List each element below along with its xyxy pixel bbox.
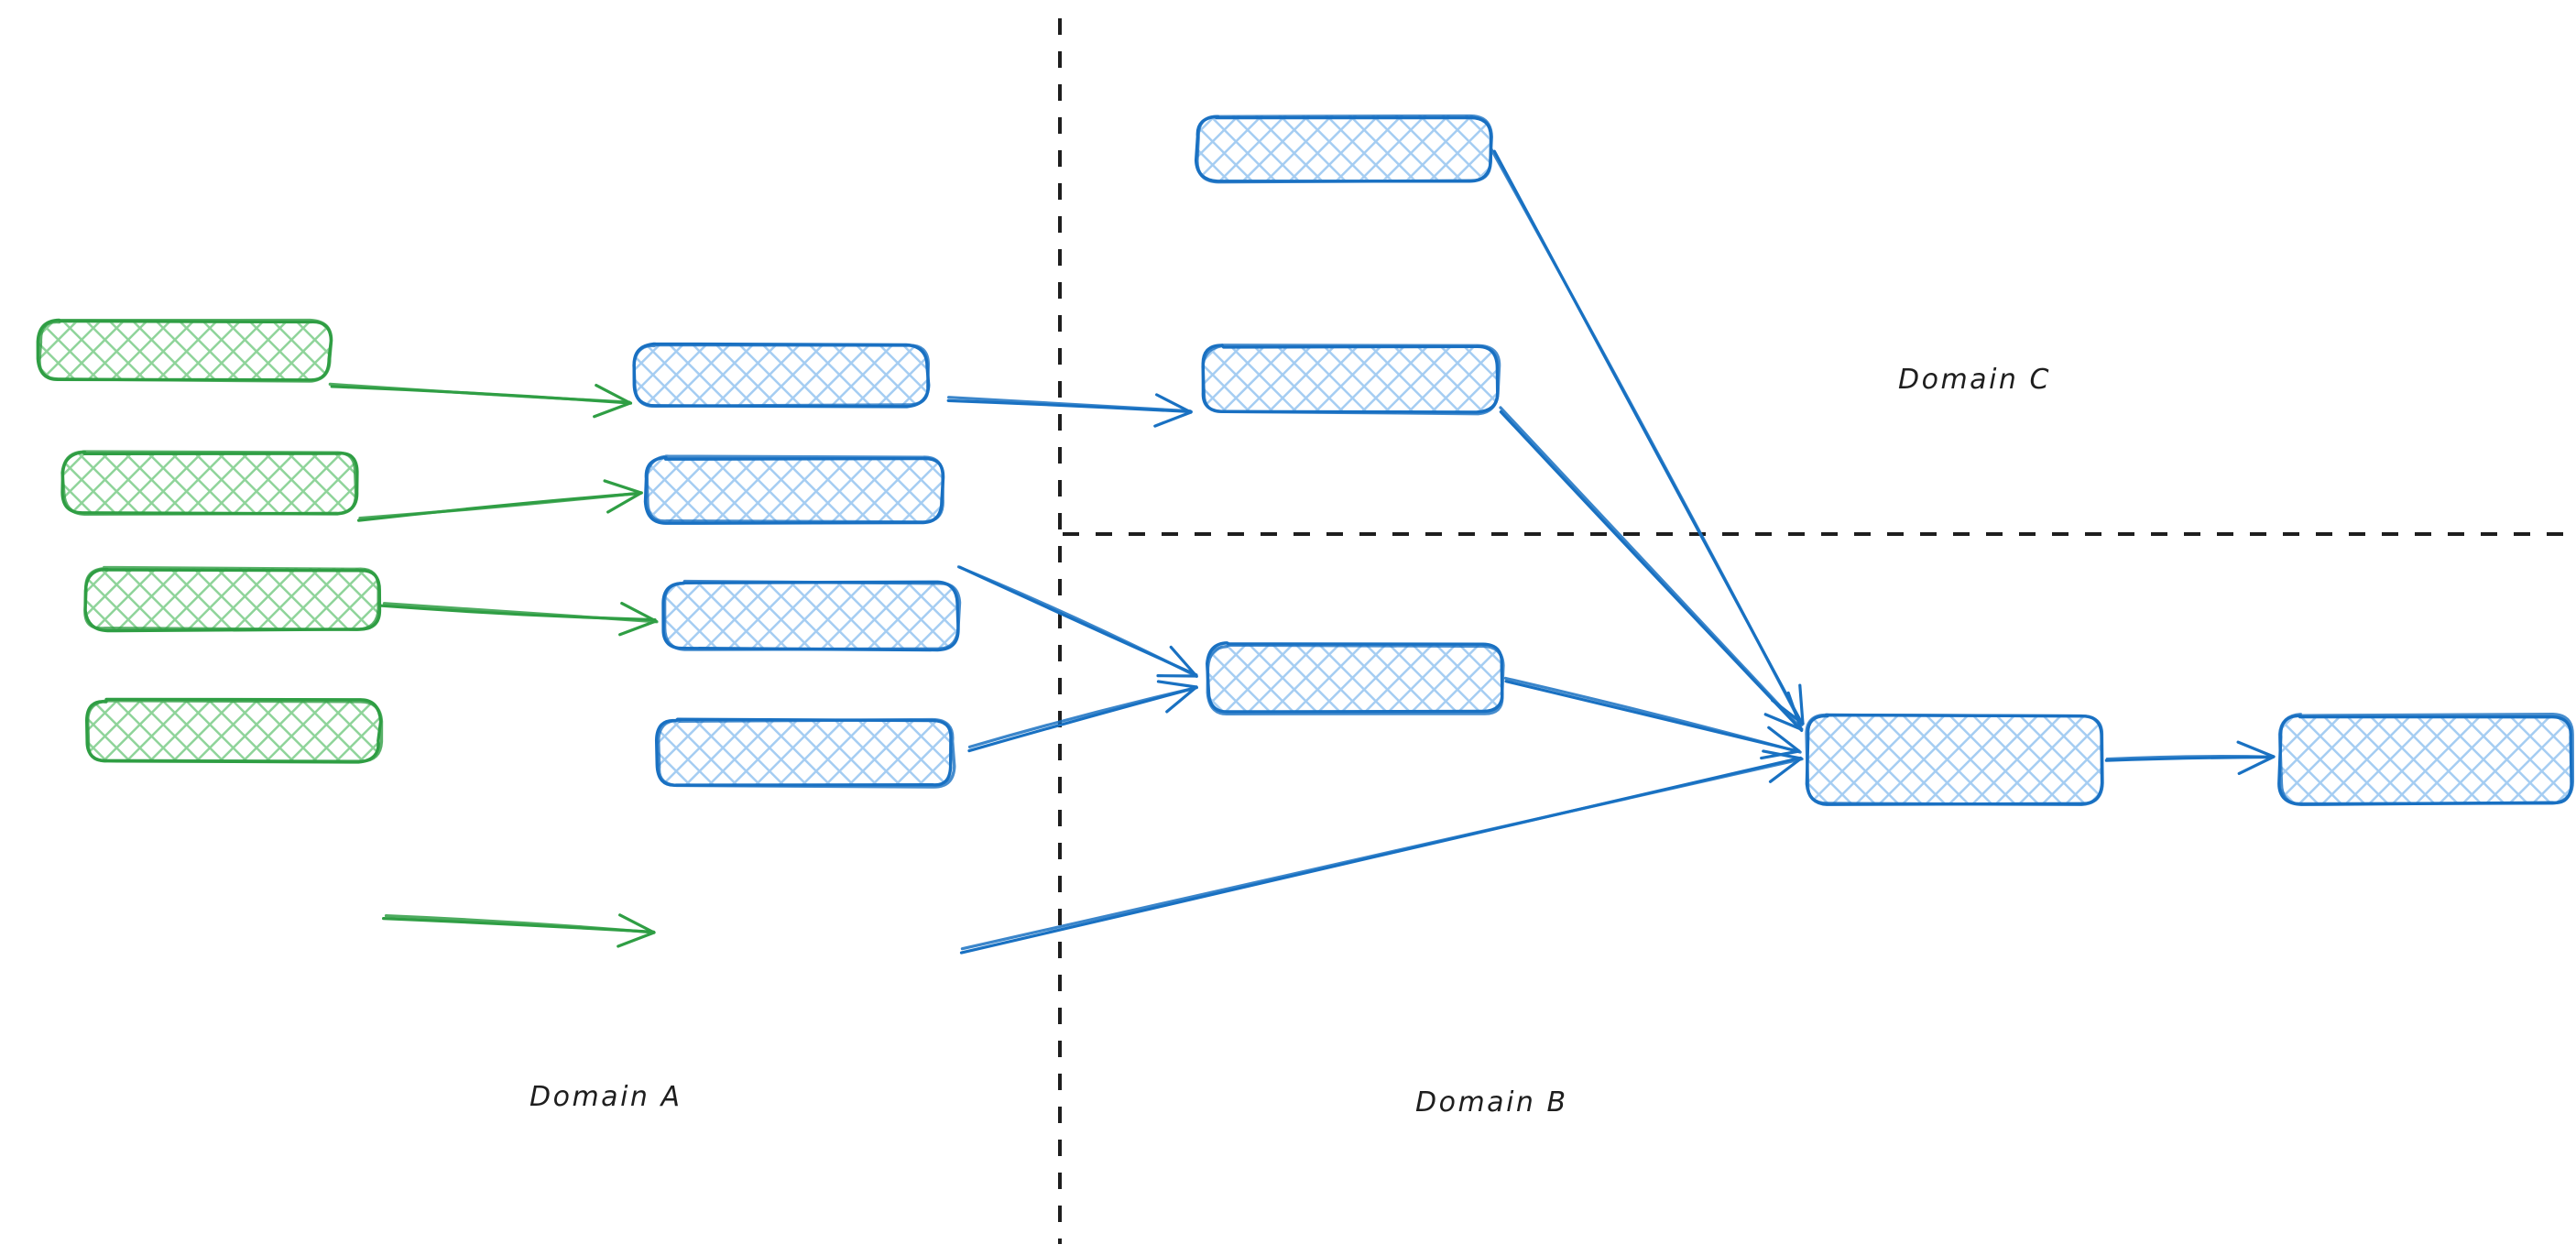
label-domain-c: Domain C xyxy=(1898,364,2051,396)
node-outline-a3 xyxy=(83,565,380,631)
node-fill-c1 xyxy=(1195,115,1490,180)
node-outline-a1 xyxy=(38,318,333,383)
label-domain-b: Domain B xyxy=(1415,1086,1568,1119)
node-box-c3[interactable] xyxy=(1206,641,1505,715)
node-fill-c3 xyxy=(1206,645,1503,714)
node-outline-c1 xyxy=(1195,114,1493,184)
node-outline-b3 xyxy=(662,579,962,651)
node-fill-c2 xyxy=(1203,345,1500,412)
edge-d1-to-e1 xyxy=(2104,740,2276,775)
edge-a1-to-b1 xyxy=(328,382,633,419)
node-outline-e1 xyxy=(2277,712,2575,806)
edge-a4-to-b4 xyxy=(382,913,656,948)
divider-layer xyxy=(1058,18,2565,1244)
node-outline-a2 xyxy=(60,450,358,517)
node-outline-a4 xyxy=(86,699,384,763)
edge-a2-to-b2 xyxy=(356,479,643,522)
edges-layer xyxy=(328,147,2276,955)
node-fill-b3 xyxy=(662,583,959,650)
nodes-layer xyxy=(36,114,2575,807)
node-box-b4[interactable] xyxy=(654,717,956,789)
node-fill-a2 xyxy=(62,452,355,514)
node-box-b3[interactable] xyxy=(661,579,962,652)
node-fill-b2 xyxy=(646,457,944,523)
node-box-a3[interactable] xyxy=(83,565,382,633)
node-outline-c3 xyxy=(1206,643,1505,715)
edge-b3-to-c3 xyxy=(967,680,1198,753)
node-box-a2[interactable] xyxy=(60,450,359,517)
node-outline-b4 xyxy=(656,717,956,789)
node-fill-b1 xyxy=(634,344,927,406)
edge-b4-to-d1 xyxy=(959,749,1804,955)
node-outline-b1 xyxy=(632,343,931,409)
node-fill-a4 xyxy=(85,701,380,762)
edge-c2-to-d1 xyxy=(1499,406,1804,733)
label-domain-a: Domain A xyxy=(529,1081,682,1113)
node-fill-e1 xyxy=(2278,715,2571,805)
node-fill-b4 xyxy=(657,718,954,786)
edge-a3-to-b3 xyxy=(379,601,659,637)
edge-c3-to-d1 xyxy=(1503,676,1802,760)
node-box-b2[interactable] xyxy=(643,454,945,525)
edge-b1-to-c2 xyxy=(946,393,1193,428)
node-box-c1[interactable] xyxy=(1194,114,1493,184)
edge-c1-to-d1 xyxy=(1490,147,1805,727)
domain-labels-layer: Domain A Domain B Domain C xyxy=(529,364,2051,1119)
node-box-e1[interactable] xyxy=(2277,712,2575,806)
node-fill-a1 xyxy=(38,322,331,381)
node-outline-d1 xyxy=(1805,713,2104,807)
node-outline-b2 xyxy=(645,454,944,524)
node-box-d1[interactable] xyxy=(1805,713,2104,807)
node-box-b1[interactable] xyxy=(632,342,931,409)
edge-b2-to-c3 xyxy=(956,565,1198,678)
node-fill-a3 xyxy=(85,567,380,629)
node-outline-c2 xyxy=(1201,344,1501,416)
node-box-a1[interactable] xyxy=(36,318,333,383)
node-box-a4[interactable] xyxy=(84,697,384,764)
node-box-c2[interactable] xyxy=(1201,344,1501,416)
node-fill-d1 xyxy=(1806,715,2102,805)
